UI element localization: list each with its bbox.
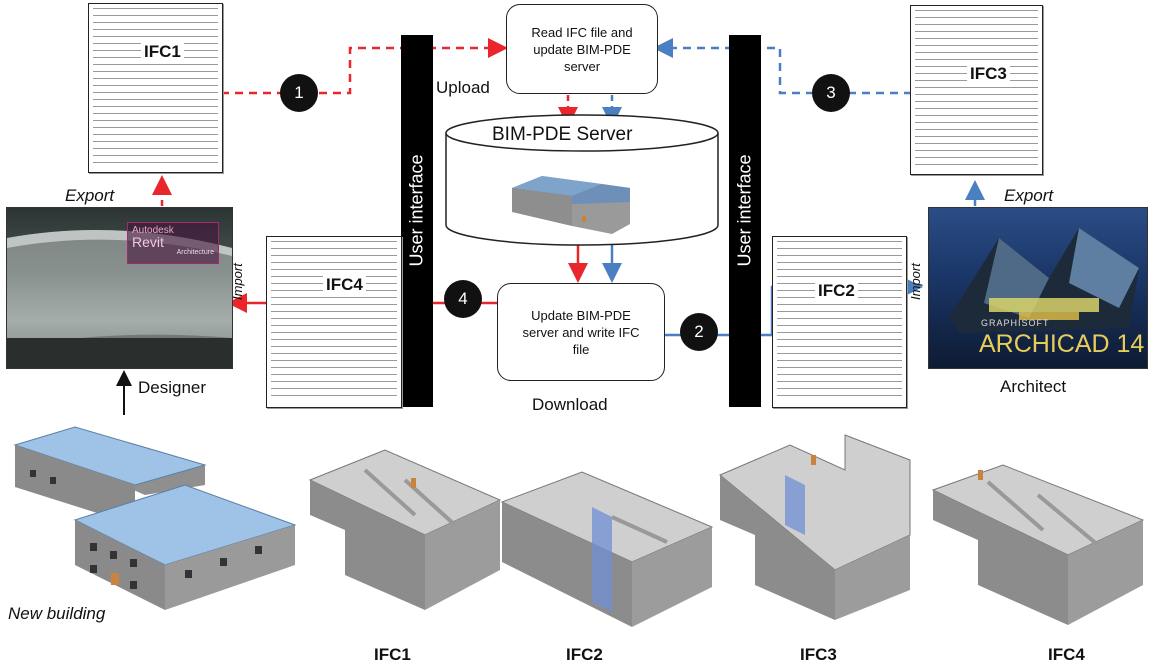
- revit-brand: Autodesk: [132, 225, 174, 236]
- ifc3-document: IFC3: [910, 5, 1043, 175]
- revit-sub: Architecture: [176, 249, 214, 256]
- archicad-building-graphic: [949, 228, 1139, 333]
- ifc4-document: IFC4: [266, 236, 402, 408]
- new-building-label: New building: [8, 604, 106, 623]
- revit-logo: Autodesk Revit Architecture: [127, 222, 219, 264]
- update-server-box: Update BIM-PDE server and write IFC file: [497, 283, 665, 381]
- archicad-name: ARCHICAD 14: [979, 330, 1145, 358]
- export-label-right: Export: [1004, 186, 1054, 205]
- step-1-badge: 1: [280, 74, 318, 112]
- step-3-badge: 3: [812, 74, 850, 112]
- caption-ifc1: IFC1: [374, 645, 411, 664]
- user-interface-bar-right: [729, 35, 761, 407]
- server-cylinder: [445, 114, 719, 246]
- read-ifc-box: Read IFC file and update BIM-PDE server: [506, 4, 658, 94]
- update-server-text: Update BIM-PDE server and write IFC file: [522, 307, 640, 357]
- upload-label: Upload: [436, 78, 490, 97]
- architect-label: Architect: [1000, 377, 1067, 396]
- archicad-brand: GRAPHISOFT: [981, 318, 1050, 328]
- caption-ifc3: IFC3: [800, 645, 837, 664]
- user-interface-label-right: User interface: [734, 154, 755, 267]
- revit-name: Revit: [132, 234, 164, 250]
- ifc2-label: IFC2: [815, 281, 858, 301]
- step-2-badge: 2: [680, 313, 718, 351]
- ifc4-label: IFC4: [323, 275, 366, 295]
- revit-image: Autodesk Revit Architecture: [6, 207, 233, 369]
- step-4-badge: 4: [444, 280, 482, 318]
- ifc2-document: IFC2: [772, 236, 907, 408]
- user-interface-label-left: User interface: [406, 154, 427, 267]
- ifc1-document: IFC1: [88, 3, 223, 173]
- ifc3-model: [719, 434, 911, 620]
- ifc1-label: IFC1: [141, 42, 184, 62]
- read-ifc-text: Read IFC file and update BIM-PDE server: [531, 24, 633, 74]
- ifc1-model: [308, 449, 502, 610]
- designer-label: Designer: [138, 378, 207, 397]
- caption-ifc2: IFC2: [566, 645, 603, 664]
- flow-3-line: [653, 38, 912, 95]
- ifc2-model: [500, 471, 714, 627]
- archicad-image: GRAPHISOFT ARCHICAD 14: [928, 207, 1148, 369]
- import-label-right: Import: [908, 263, 923, 300]
- ifc3-label: IFC3: [967, 64, 1010, 84]
- server-label: BIM-PDE Server: [492, 124, 633, 145]
- ifc4-model: [931, 464, 1145, 625]
- export-label-left: Export: [65, 186, 115, 205]
- user-interface-bar-left: [401, 35, 433, 407]
- download-label: Download: [532, 395, 608, 414]
- caption-ifc4: IFC4: [1048, 645, 1085, 664]
- new-building-model: [13, 426, 297, 610]
